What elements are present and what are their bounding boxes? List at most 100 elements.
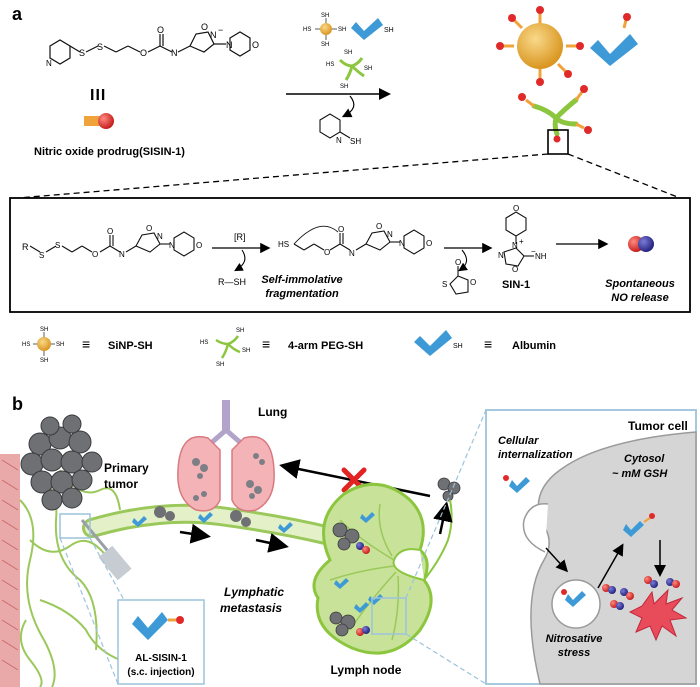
flow-arrow-1: [179, 523, 211, 544]
inset-o5: O: [324, 248, 330, 257]
stress-line2: stress: [558, 647, 590, 659]
sin1-label: SIN-1: [502, 279, 530, 291]
inset-o3: O: [146, 224, 152, 233]
peg-reagent-sh-3: SH: [340, 84, 348, 90]
plus-sign: +: [519, 237, 524, 246]
sin1-n-plus: N: [512, 241, 518, 250]
albumin-reagent-sh: SH: [384, 27, 394, 34]
cell-zoom-line-1: [405, 409, 487, 599]
metastasis-line1: Lymphatic: [224, 585, 284, 599]
sin1-nh-minus: NH: [535, 252, 547, 261]
atom-o-ester: O: [140, 48, 147, 58]
thiolane-o: O: [470, 278, 476, 287]
sin1-o-ring: O: [512, 265, 518, 274]
cell-zoom-line-2: [405, 633, 487, 685]
primary-tumor-line1: Primary: [104, 461, 149, 475]
prodrug-icon: [84, 113, 114, 129]
sinp-reagent-icon: [315, 18, 337, 40]
vessel-contents: [132, 506, 293, 533]
stress-line1: Nitrosative: [546, 633, 603, 645]
primary-tumor-line2: tumor: [104, 477, 138, 491]
sinp-reagent-sh-right: SH: [338, 27, 346, 33]
mechanism-inset-box: [9, 197, 691, 313]
lung-label: Lung: [258, 405, 287, 419]
atom-o-carbonyl: O: [157, 25, 164, 35]
sin1-structure: [503, 211, 534, 267]
injection-needle: [80, 519, 132, 581]
zoom-line-right: [567, 153, 681, 199]
albumin-product-icon: [590, 13, 638, 66]
legend-sinp-icon: [33, 332, 55, 356]
thiolane-byproduct: [449, 266, 469, 295]
endosome-albumin-icon: [561, 589, 586, 607]
legend-albumin-sh: SH: [453, 343, 463, 350]
inset-o6: O: [338, 225, 344, 234]
escape-arrow: [597, 543, 624, 589]
metastasis-line2: metastasis: [220, 601, 282, 615]
panel-b-label: b: [12, 394, 23, 414]
peg-reagent-icon: [338, 57, 365, 81]
peg-reagent-sh-1: SH: [344, 50, 352, 56]
inset-intermediate-structure: [293, 225, 425, 255]
minus-sign-1: −: [218, 25, 223, 35]
injection-zoom-line-1: [89, 537, 125, 601]
roman-numeral: III: [90, 87, 106, 104]
inset-o2: O: [107, 227, 113, 236]
atom-n-minus: N: [210, 30, 217, 40]
cytosol-line2: ~ mM GSH: [612, 468, 668, 480]
inset-hs: HS: [278, 240, 289, 249]
inset-curve-arrow-2: [458, 249, 468, 272]
peg-reagent-hs: HS: [326, 62, 334, 68]
skin-tissue: [0, 454, 20, 687]
atom-n-pyridine: N: [46, 59, 52, 68]
entering-albumin-icon: [503, 475, 530, 493]
inset-reagent-label: [R]: [234, 232, 246, 242]
sinp-reagent-sh-top: SH: [321, 13, 329, 19]
cytosol-line1: Cytosol: [624, 453, 665, 465]
inset-n5: N: [387, 230, 393, 239]
no-molecules-burst: [602, 576, 680, 610]
legend-peg-label: 4-arm PEG-SH: [288, 340, 363, 352]
inset-r: R: [22, 242, 29, 252]
cytosol-albumin-icon: [623, 513, 655, 537]
legend-peg-icon: [215, 335, 241, 359]
lymphatic-vessel: [82, 503, 340, 546]
release-curve-arrow: [341, 95, 355, 118]
legend-sinp-sh-bottom: SH: [40, 358, 48, 364]
byproduct-sh: SH: [350, 137, 361, 146]
atom-o-ring: O: [201, 22, 208, 32]
inset-curve-arrow-1: [234, 249, 246, 272]
inset-s2: S: [55, 241, 60, 250]
inset-n2: N: [157, 232, 163, 241]
inset-n4: N: [349, 249, 355, 258]
legend-albumin-label: Albumin: [512, 340, 556, 352]
injection-site-box: [59, 513, 91, 539]
inset-o7: O: [376, 222, 382, 231]
tumor-cell-label: Tumor cell: [628, 419, 688, 433]
legend-peg-hs: HS: [200, 340, 208, 346]
legend-equiv-3: ≡: [484, 336, 492, 352]
minus-sign-2: −: [531, 247, 536, 256]
al-sisin1-icon: [132, 612, 184, 640]
no-molecule-inset: [628, 236, 654, 252]
albumin-reagent-icon: [351, 18, 383, 40]
internalization-line2: internalization: [498, 449, 573, 461]
legend-albumin-icon: [414, 330, 452, 356]
zoom-source-box: [547, 129, 569, 155]
fragmentation-line2: fragmentation: [265, 288, 339, 300]
efferent-tumor-cells: [437, 477, 461, 502]
legend-equiv-1: ≡: [82, 336, 90, 352]
membrane-invagination: [522, 503, 549, 553]
efferent-arrow: [433, 501, 453, 535]
fragmentation-line1: Self-immolative: [261, 274, 342, 286]
inset-n6: N: [399, 239, 405, 248]
sin1-n-ring: N: [498, 251, 504, 260]
legend-peg-sh-2: SH: [242, 348, 250, 354]
lung-organ: [177, 400, 275, 512]
inset-reactant-structure: [29, 231, 195, 257]
endocytosis-arrow: [545, 547, 569, 573]
flow-arrow-2: [255, 533, 289, 553]
lymph-node-zoom-box: [371, 597, 407, 635]
legend-peg-sh-3: SH: [216, 362, 224, 368]
